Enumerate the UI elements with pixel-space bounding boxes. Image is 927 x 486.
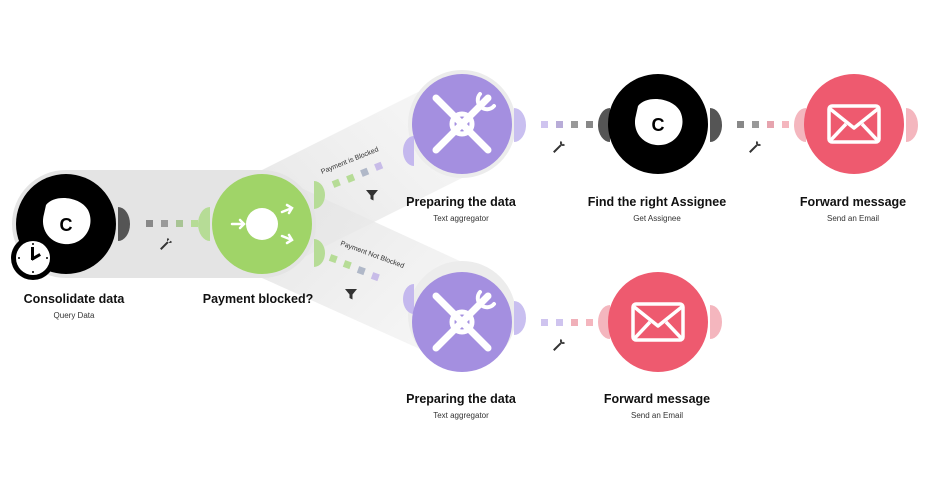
wrench-icon[interactable]: [748, 140, 762, 154]
wrench-icon[interactable]: [552, 140, 566, 154]
node-title: Forward message: [799, 195, 907, 209]
node-label-router: Payment blocked?: [148, 292, 368, 306]
node-find-assignee[interactable]: C: [598, 74, 722, 174]
node-subtitle: Text aggregator: [433, 214, 489, 223]
node-subtitle: Get Assignee: [633, 214, 681, 223]
node-subtitle: Send an Email: [630, 411, 684, 420]
connector-trigger-router[interactable]: [146, 220, 198, 227]
node-subtitle: Text aggregator: [433, 411, 489, 420]
envelope-icon: [827, 104, 881, 144]
connector-router-prep2[interactable]: [328, 254, 380, 282]
node-label-assignee: Find the right Assignee Get Assignee: [547, 195, 767, 223]
node-label-prep1: Preparing the data Text aggregator: [351, 195, 571, 223]
tools-icon: [432, 92, 496, 154]
filter-icon[interactable]: [366, 190, 378, 201]
wrench-icon[interactable]: [159, 237, 173, 251]
node-title: Preparing the data: [406, 392, 516, 406]
node-title: Consolidate data: [23, 292, 125, 306]
node-payment-blocked-router[interactable]: [198, 174, 325, 274]
filter-icon[interactable]: [345, 289, 357, 300]
node-label-forward1: Forward message Send an Email: [743, 195, 927, 223]
router-arrow-icon: [230, 203, 294, 245]
node-title: Find the right Assignee: [587, 195, 727, 209]
node-forward-message-bottom[interactable]: [598, 272, 722, 372]
node-title: Preparing the data: [406, 195, 516, 209]
connector-assignee-forward1[interactable]: [737, 121, 789, 128]
app-logo-letter: C: [652, 115, 665, 135]
node-label-prep2: Preparing the data Text aggregator: [351, 392, 571, 420]
node-label-consolidate: Consolidate data Query Data: [0, 292, 184, 320]
connector-router-prep1[interactable]: [331, 161, 384, 188]
node-title: Payment blocked?: [202, 292, 314, 306]
node-forward-message-top[interactable]: [794, 74, 918, 174]
connector-prep1-assignee[interactable]: [541, 121, 593, 128]
app-logo-letter: C: [60, 215, 73, 235]
connector-prep2-forward2[interactable]: [541, 319, 593, 326]
node-subtitle: Query Data: [53, 311, 95, 320]
node-label-forward2: Forward message Send an Email: [547, 392, 767, 420]
tools-icon: [432, 290, 496, 352]
envelope-icon: [631, 302, 685, 342]
node-preparing-data-bottom[interactable]: [403, 272, 526, 372]
node-preparing-data-top[interactable]: [403, 74, 526, 174]
clock-icon[interactable]: [11, 236, 55, 280]
node-title: Forward message: [603, 392, 711, 406]
wrench-icon[interactable]: [552, 338, 566, 352]
node-subtitle: Send an Email: [826, 214, 880, 223]
